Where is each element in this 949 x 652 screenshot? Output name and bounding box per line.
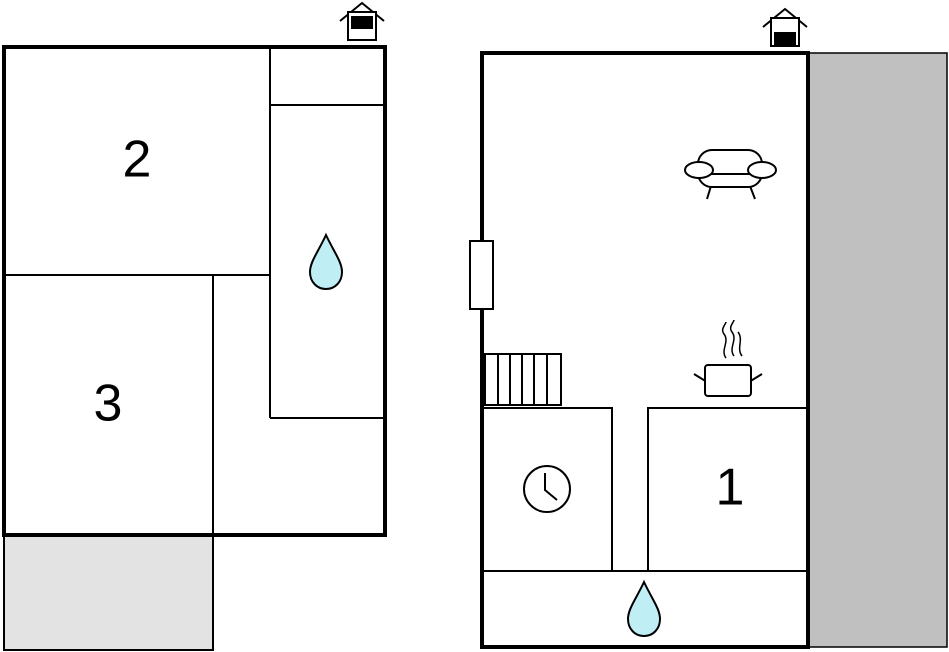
window — [469, 240, 494, 310]
house-entrance-icon — [762, 7, 808, 47]
upper-floor-interior-walls — [4, 47, 385, 535]
clock-icon — [523, 465, 571, 513]
outbuilding-area — [807, 52, 948, 648]
upper-floor-outer-wall — [2, 45, 387, 537]
ground-floor-plan: 1 — [469, 7, 948, 649]
terrace-area — [3, 535, 214, 651]
upper-floor-plan: 2 3 — [2, 1, 387, 651]
staircase-icon — [484, 353, 562, 406]
cooking-pot-icon — [693, 319, 763, 397]
sofa-icon — [684, 149, 777, 200]
ground-floor-outer-wall — [480, 51, 810, 649]
water-drop-icon — [626, 579, 662, 638]
house-entrance-icon — [339, 1, 385, 41]
room-number-1: 1 — [716, 459, 745, 517]
room-number-3: 3 — [94, 375, 123, 433]
room-number-2: 2 — [123, 131, 152, 189]
ground-floor-interior-walls — [482, 407, 806, 572]
water-drop-icon — [308, 232, 344, 291]
